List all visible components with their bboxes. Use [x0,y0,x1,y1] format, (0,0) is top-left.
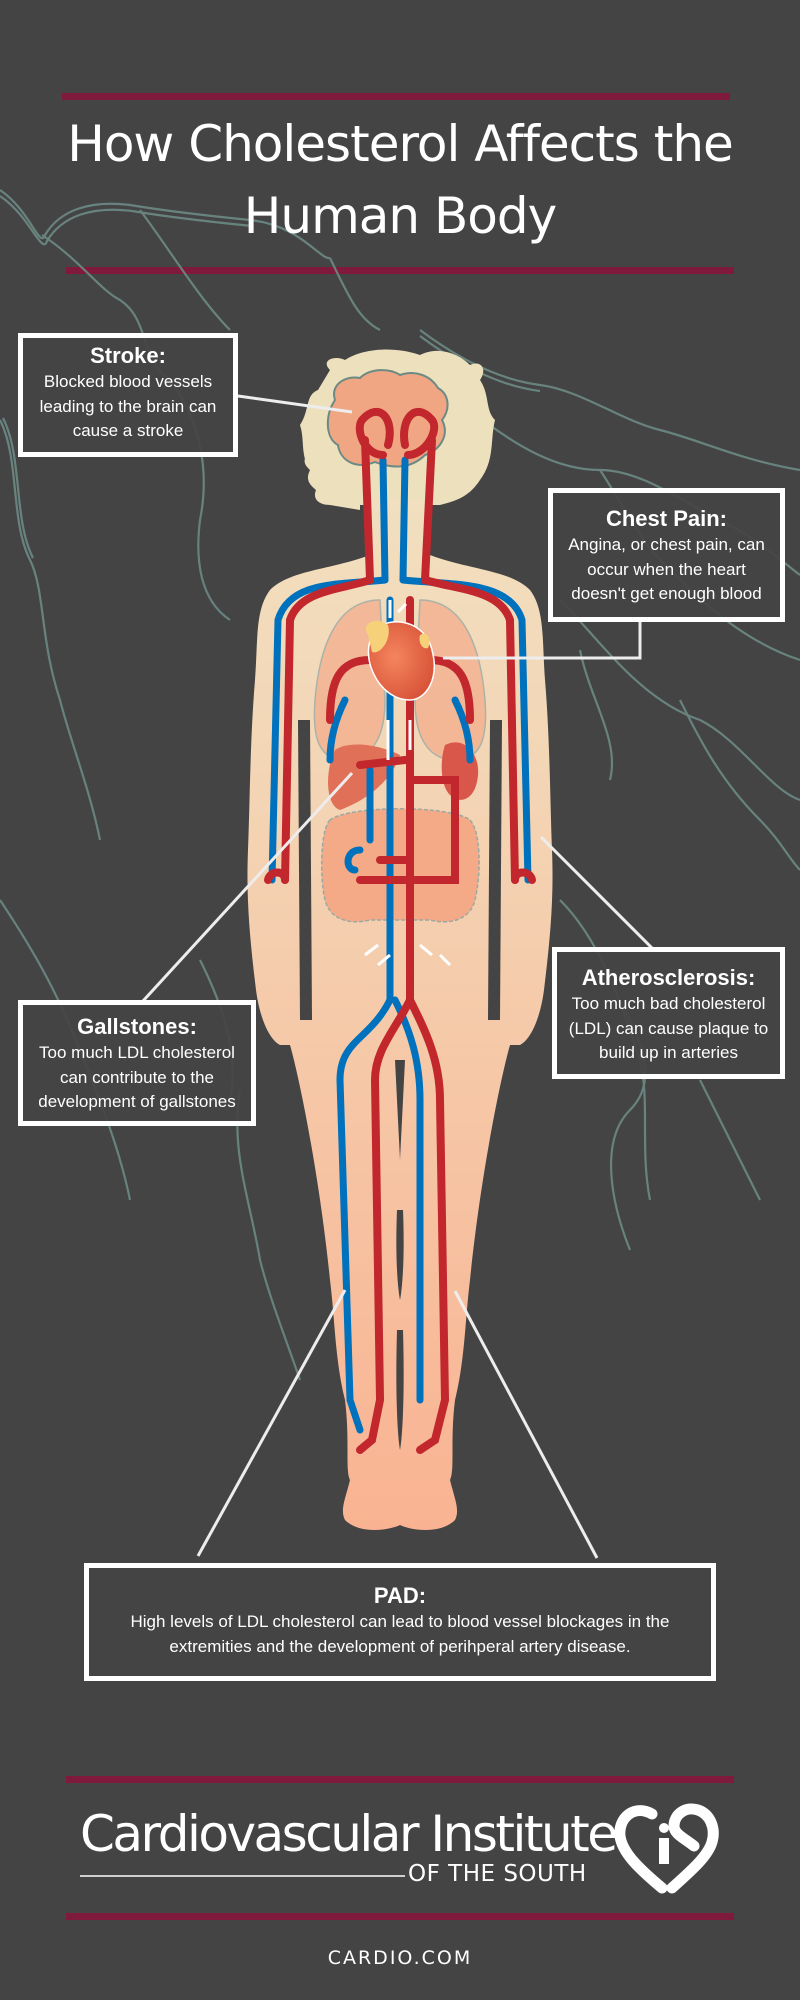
title-line-2: Human Body [243,187,557,245]
callout-line: Too much bad cholesterol [571,994,766,1013]
header-top-rule [62,93,730,100]
stroke-connector [237,394,353,414]
callout-title: Gallstones: [77,1014,197,1039]
callout-line: development of gallstones [38,1092,236,1111]
callout-title: Atherosclerosis: [581,965,756,990]
callout-line: doesn't get enough blood [571,584,762,603]
callout-line: occur when the heart [587,559,746,579]
callout-line: cause a stroke [72,421,184,440]
callout-line: Angina, or chest pain, can [568,535,765,554]
callout-gallstones: Gallstones: Too much LDL cholesterol can… [18,1000,256,1126]
intestines [320,808,480,923]
footer-top-rule [66,1776,734,1783]
logo-wordmark[interactable]: Cardiovascular Institute [80,1805,618,1863]
callout-line: leading to the brain can [39,396,217,416]
gallstones-connector [141,771,354,1003]
logo-subtitle: OF THE SOUTH [408,1861,587,1887]
logo-divider-line [80,1875,405,1877]
callout-line: can contribute to the [59,1067,215,1087]
header-bottom-rule [66,267,734,274]
pad-right-connector [453,1290,599,1559]
title-line-1: How Cholesterol Affects the [67,115,734,173]
atherosclerosis-connector [539,835,656,952]
footer-bottom-rule [66,1913,734,1920]
website-url-link[interactable]: CARDIO.COM [327,1947,473,1969]
pad-left-connector [196,1289,347,1557]
callout-line: build up in arteries [599,1043,738,1062]
callout-chest-pain: Chest Pain: Angina, or chest pain, can o… [548,488,785,622]
callout-line: High levels of LDL cholesterol can lead … [130,1612,670,1631]
callout-line: (LDL) can cause plaque to [568,1018,769,1038]
callout-title: Chest Pain: [605,506,728,531]
callout-title: PAD: [373,1583,427,1608]
callout-stroke: Stroke: Blocked blood vessels leading to… [18,333,238,457]
callout-atherosclerosis: Atherosclerosis: Too much bad cholestero… [552,947,785,1079]
chest-pain-connector [443,620,642,660]
callout-pad: PAD: High levels of LDL cholesterol can … [84,1563,716,1681]
callout-line: extremities and the development of perih… [169,1636,631,1656]
callout-line: Blocked blood vessels [43,372,213,391]
page-title: How Cholesterol Affects the Human Body [0,108,800,252]
callout-line: Too much LDL cholesterol [39,1043,235,1062]
heart-cis-monogram-icon[interactable] [612,1800,724,1896]
callout-title: Stroke: [90,343,166,368]
